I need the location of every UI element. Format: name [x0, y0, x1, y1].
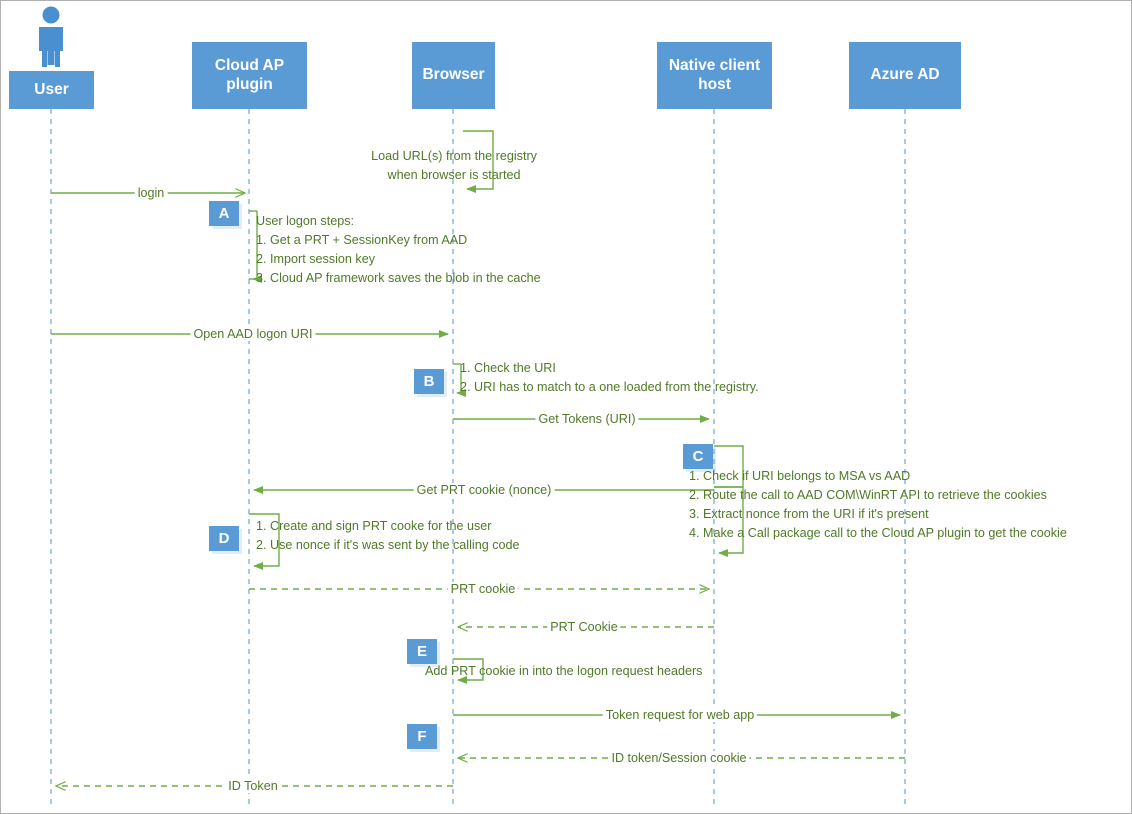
actor-azure-ad-label: Azure AD — [870, 66, 940, 84]
note-a-heading: User logon steps: — [256, 214, 355, 228]
actor-user-label: User — [34, 80, 69, 98]
note-browser-startup-line1: Load URL(s) from the registry — [371, 149, 537, 163]
note-e: Add PRT cookie in into the logon request… — [425, 662, 702, 681]
note-c-item-4: 4. Make a Call package call to the Cloud… — [689, 526, 1067, 540]
note-b-item-1: 1. Check the URI — [460, 361, 556, 375]
note-b-item-2: 2. URI has to match to a one loaded from… — [460, 380, 759, 394]
message-label-prt-cookie-to-browser: PRT Cookie — [547, 620, 621, 634]
selfloop-d — [249, 513, 280, 570]
lifelines — [50, 109, 906, 807]
badge-e-label: E — [416, 643, 427, 660]
message-label-get-tokens-uri: Get Tokens (URI) — [535, 412, 639, 426]
badge-b[interactable]: B — [414, 369, 444, 394]
selfloop-e — [453, 658, 484, 684]
badge-f-label: F — [417, 728, 427, 745]
actor-azure-ad[interactable]: Azure AD — [849, 42, 961, 109]
actor-browser-label: Browser — [422, 66, 485, 84]
message-label-login: login — [134, 186, 168, 200]
note-d-item-1: 1. Create and sign PRT cooke for the use… — [256, 519, 492, 533]
actor-native-client-host-label: Native client host — [668, 57, 761, 93]
note-c: 1. Check if URI belongs to MSA vs AAD 2.… — [689, 467, 1067, 543]
note-d: 1. Create and sign PRT cooke for the use… — [256, 517, 520, 555]
actor-browser[interactable]: Browser — [412, 42, 495, 109]
badge-c-label: C — [692, 448, 704, 465]
message-label-get-prt-cookie-nonce: Get PRT cookie (nonce) — [413, 483, 555, 497]
badge-b-label: B — [423, 373, 435, 390]
message-label-prt-cookie-to-host: PRT cookie — [447, 582, 519, 596]
note-a-item-1: 1. Get a PRT + SessionKey from AAD — [256, 233, 468, 247]
message-label-id-token-session-cookie: ID token/Session cookie — [608, 751, 750, 765]
note-a-item-3: 3. Cloud AP framework saves the blob in … — [256, 271, 541, 285]
badge-f[interactable]: F — [407, 724, 437, 749]
actor-user[interactable]: User — [9, 71, 94, 109]
note-e-item-1: Add PRT cookie in into the logon request… — [425, 664, 703, 678]
note-c-item-2: 2. Route the call to AAD COM\WinRT API t… — [689, 488, 1047, 502]
selfloop-c — [714, 486, 744, 557]
actor-cloud-ap-plugin[interactable]: Cloud AP plugin — [192, 42, 307, 109]
actor-native-client-host[interactable]: Native client host — [657, 42, 772, 109]
note-c-item-1: 1. Check if URI belongs to MSA vs AAD — [689, 469, 911, 483]
note-c-item-3: 3. Extract nonce from the URI if it's pr… — [689, 507, 929, 521]
note-b: 1. Check the URI 2. URI has to match to … — [460, 359, 759, 397]
message-label-open-aad-logon-uri: Open AAD logon URI — [190, 327, 316, 341]
user-stick-figure-icon — [39, 6, 63, 67]
note-a-item-2: 2. Import session key — [256, 252, 375, 266]
note-a: User logon steps: 1. Get a PRT + Session… — [256, 212, 541, 288]
badge-a-label: A — [218, 205, 230, 222]
message-label-token-request-web-app: Token request for web app — [602, 708, 758, 722]
selfloop-browser-load-urls — [463, 130, 494, 193]
message-label-id-token: ID Token — [225, 779, 281, 793]
badge-a[interactable]: A — [209, 201, 239, 226]
badge-c[interactable]: C — [683, 444, 713, 469]
badge-d[interactable]: D — [209, 526, 239, 551]
badge-d-label: D — [218, 530, 230, 547]
note-d-item-2: 2. Use nonce if it's was sent by the cal… — [256, 538, 520, 552]
badge-e[interactable]: E — [407, 639, 437, 664]
note-browser-startup-line2: when browser is started — [387, 168, 521, 182]
actor-cloud-ap-plugin-label: Cloud AP plugin — [214, 57, 285, 93]
note-browser-startup: Load URL(s) from the registry when brows… — [358, 147, 550, 185]
